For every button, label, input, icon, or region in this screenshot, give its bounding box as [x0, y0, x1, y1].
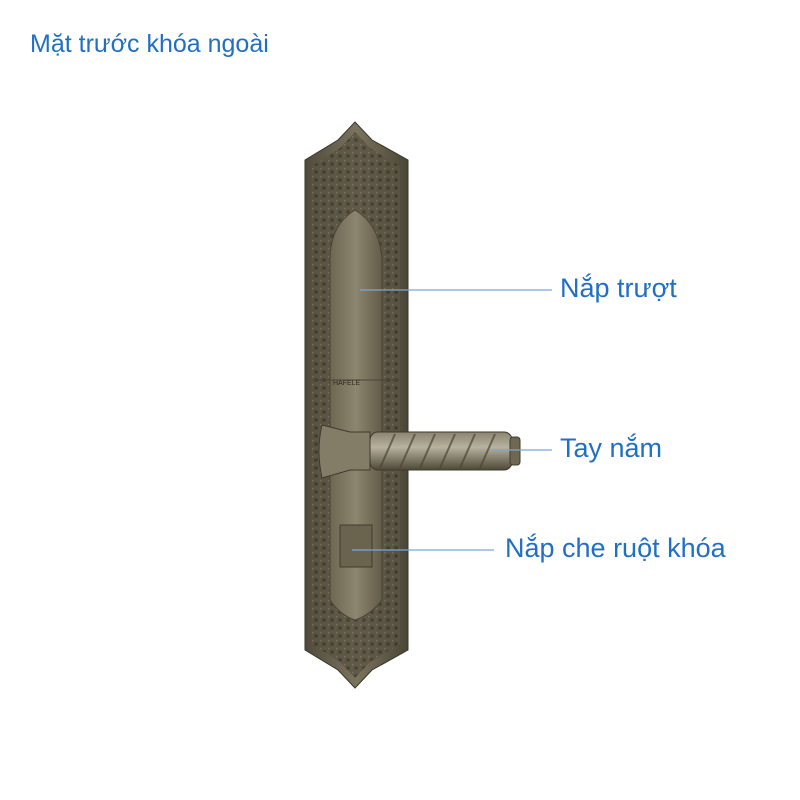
- brand-mark: HAFELE: [333, 380, 361, 387]
- callout-cylinder-cover: Nắp che ruột khóa: [505, 533, 726, 563]
- escutcheon-plate: HAFELE: [304, 121, 409, 689]
- lever-handle: [318, 424, 521, 479]
- diagram-title: Mặt trước khóa ngoài: [30, 30, 269, 58]
- callout-slide-cover: Nắp trượt: [560, 273, 677, 303]
- callout-handle: Tay nắm: [560, 433, 663, 463]
